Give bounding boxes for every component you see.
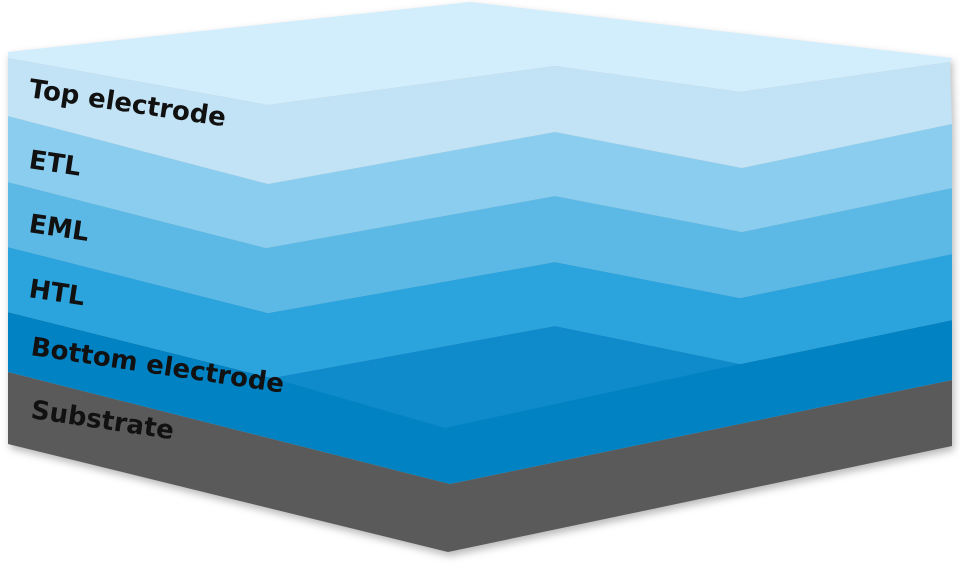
layer-eml: [8, 182, 952, 313]
layer-substrate: [8, 372, 952, 552]
layer-htl: [8, 247, 952, 378]
stack-top-surface: [8, 2, 952, 105]
layer-top-electrode: [8, 58, 952, 184]
bottom-electrode-recess: [272, 326, 740, 428]
layer-etl: [8, 116, 952, 248]
